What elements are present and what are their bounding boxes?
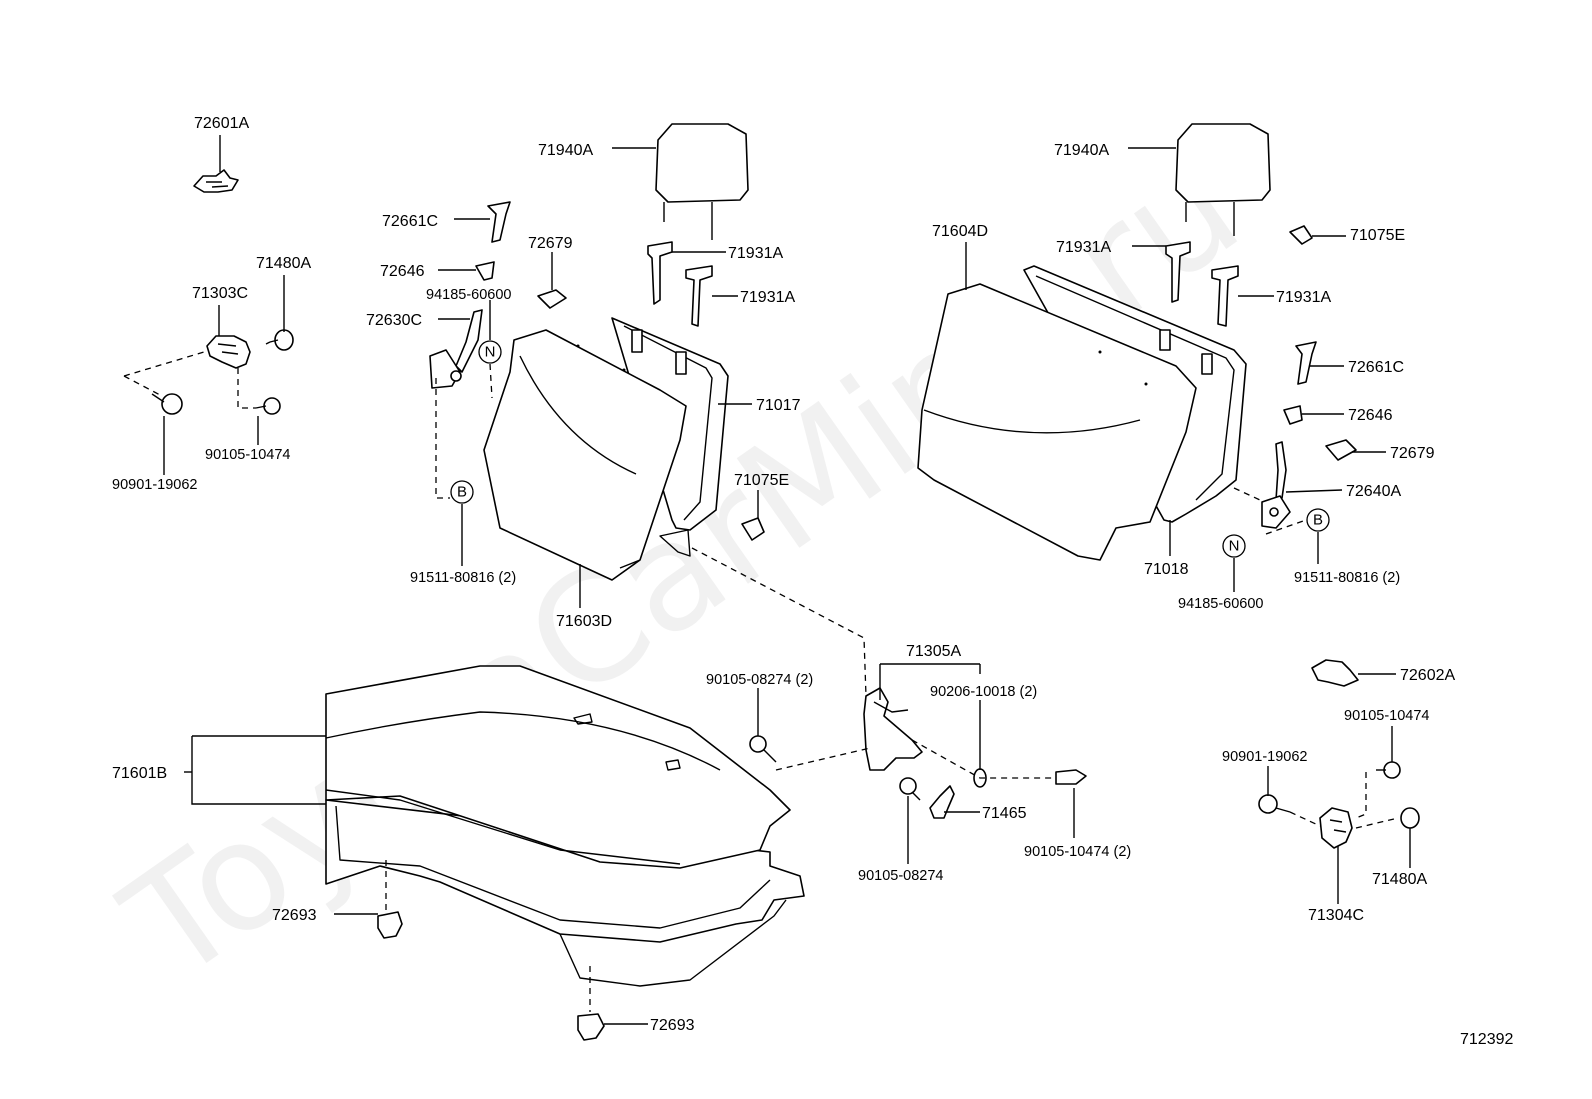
label-72640A: 72640A (1346, 483, 1401, 500)
lever-71465-icon (929, 785, 955, 819)
bolt-90105-10474-right-icon (1376, 761, 1401, 779)
bolt-90901-19062-right-icon (1258, 794, 1291, 814)
label-91511-80816-right: 91511-80816 (2) (1294, 570, 1400, 586)
bolt-71480A-right-icon (1400, 807, 1420, 829)
label-71480A-left: 71480A (256, 255, 311, 272)
label-90901-19062-right: 90901-19062 (1222, 749, 1307, 765)
label-71303C: 71303C (192, 285, 248, 302)
label-71304C: 71304C (1308, 907, 1364, 924)
label-71075E-right: 71075E (1350, 227, 1405, 244)
seatback-71603D-icon (483, 329, 687, 581)
label-90206-10018: 90206-10018 (2) (930, 684, 1037, 700)
label-72630C: 72630C (366, 312, 422, 329)
label-71931A-left2: 71931A (740, 289, 795, 306)
label-71940A-right: 71940A (1054, 142, 1109, 159)
label-72679-right: 72679 (1390, 445, 1435, 462)
callout-b-left-label: B (457, 484, 467, 501)
clip-71075E-right-icon (1289, 225, 1313, 245)
bolt-90105-10474-left-icon (255, 397, 281, 415)
label-72679-left: 72679 (528, 235, 573, 252)
callout-b-left (450, 480, 474, 504)
label-90105-08274-2: 90105-08274 (2) (706, 672, 813, 688)
bracket-72602A-icon (1311, 659, 1359, 687)
diagram-id: 712392 (1460, 1031, 1513, 1048)
clip-71075E-left-icon (741, 517, 765, 541)
label-71480A-right: 71480A (1372, 871, 1427, 888)
bolt-90105-08274-2-icon (749, 735, 777, 763)
label-72661C-left: 72661C (382, 213, 438, 230)
label-71931A-left1: 71931A (728, 245, 783, 262)
bezel-72646-left-icon (475, 261, 495, 281)
bolt-71480A-left-icon (265, 329, 294, 351)
label-72646-left: 72646 (380, 263, 425, 280)
label-90105-10474-right: 90105-10474 (1344, 708, 1429, 724)
label-71018: 71018 (1144, 561, 1189, 578)
label-94185-60600-right: 94185-60600 (1178, 596, 1263, 612)
label-91511-80816-left: 91511-80816 (2) (410, 570, 516, 586)
knob-72661C-right-icon (1295, 341, 1317, 385)
label-72693-a: 72693 (272, 907, 317, 924)
label-90105-08274: 90105-08274 (858, 868, 943, 884)
label-71604D: 71604D (932, 223, 988, 240)
callout-n-left (478, 340, 502, 364)
label-72601A: 72601A (194, 115, 249, 132)
label-71305A: 71305A (906, 643, 961, 660)
bolt-90105-08274-icon (899, 777, 921, 801)
label-71601B: 71601B (112, 765, 167, 782)
callout-b-right-label: B (1313, 512, 1323, 529)
label-72646-right: 72646 (1348, 407, 1393, 424)
cover-72679-right-icon (1325, 439, 1357, 461)
label-71603D: 71603D (556, 613, 612, 630)
hinge-71303C-icon (206, 335, 251, 369)
label-90105-10474-left: 90105-10474 (205, 447, 290, 463)
guide-71931A-left2-icon (685, 265, 713, 327)
cover-72679-left-icon (537, 289, 567, 309)
clip-72693-a-icon (377, 911, 403, 939)
label-72602A: 72602A (1400, 667, 1455, 684)
guide-71931A-right1-icon (1165, 241, 1191, 303)
label-71931A-right2: 71931A (1276, 289, 1331, 306)
bolt-90105-10474-2-icon (1055, 769, 1087, 785)
lever-72640A-icon (1261, 441, 1291, 529)
bracket-72601A-icon (193, 169, 239, 193)
label-71465: 71465 (982, 805, 1027, 822)
callout-n-right (1222, 534, 1246, 558)
knob-72661C-left-icon (487, 201, 511, 243)
callout-b-right (1306, 508, 1330, 532)
label-71075E-left: 71075E (734, 472, 789, 489)
lever-72630C-icon (429, 309, 483, 389)
label-71931A-right1: 71931A (1056, 239, 1111, 256)
guide-71931A-right2-icon (1211, 265, 1239, 327)
clip-72693-b-icon (577, 1013, 605, 1041)
headrest-71940A-right-icon (1175, 123, 1271, 236)
label-71940A-left: 71940A (538, 142, 593, 159)
label-71017: 71017 (756, 397, 801, 414)
headrest-71940A-left-icon (655, 123, 749, 240)
guide-71931A-left1-icon (647, 241, 673, 305)
label-90105-10474-2: 90105-10474 (2) (1024, 844, 1131, 860)
hinge-71304C-icon (1319, 807, 1353, 849)
hinge-71305A-icon (863, 687, 923, 771)
bolt-90901-19062-left-icon (151, 393, 183, 415)
callout-n-right-label: N (1229, 538, 1240, 555)
callout-n-left-label: N (485, 344, 496, 361)
label-90901-19062-left: 90901-19062 (112, 477, 197, 493)
label-72661C-right: 72661C (1348, 359, 1404, 376)
seatback-71604D-icon (917, 283, 1197, 561)
cushion-71601B-icon (325, 665, 805, 987)
bezel-72646-right-icon (1283, 405, 1303, 425)
label-94185-60600-left: 94185-60600 (426, 287, 511, 303)
label-72693-b: 72693 (650, 1017, 695, 1034)
